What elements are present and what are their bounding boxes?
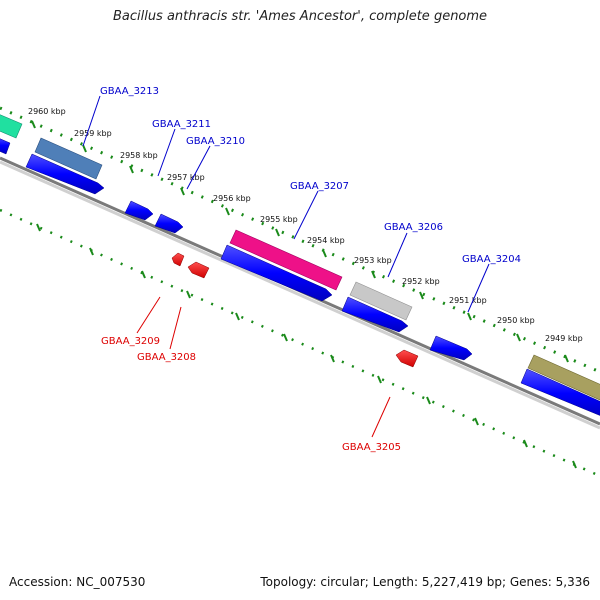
scale-label: 2959 kbp — [74, 129, 112, 138]
major-tick — [31, 120, 36, 129]
major-tick — [516, 333, 521, 342]
forward-arrow[interactable] — [154, 213, 184, 234]
forward-gene-arrows — [0, 137, 600, 418]
forward-arrow[interactable] — [341, 296, 409, 333]
major-ticks — [31, 120, 569, 363]
gene-label-forward[interactable]: GBAA_3211 — [152, 119, 211, 130]
inner-tick — [572, 460, 577, 469]
forward-label-leaders — [82, 95, 490, 313]
major-tick — [467, 312, 472, 321]
backbone-shadow — [0, 160, 600, 430]
forward-gene-labels: GBAA_3213 GBAA_3211 GBAA_3210 GBAA_3207 … — [100, 86, 521, 265]
major-tick — [322, 249, 327, 258]
inner-tick — [377, 375, 382, 384]
gene-label-reverse[interactable]: GBAA_3205 — [342, 442, 401, 453]
inner-tick — [283, 333, 288, 342]
scale-label: 2949 kbp — [545, 334, 583, 343]
inner-tick — [141, 270, 146, 279]
gene-label-forward[interactable]: GBAA_3207 — [290, 181, 349, 192]
inner-scale-track — [0, 208, 600, 478]
leader-line — [136, 296, 161, 334]
inner-tick — [235, 312, 240, 321]
major-tick — [371, 270, 376, 279]
gene-label-forward[interactable]: GBAA_3206 — [384, 222, 443, 233]
major-tick — [225, 207, 230, 216]
inner-tick — [474, 417, 479, 426]
leader-line — [186, 145, 211, 190]
forward-arrow[interactable] — [520, 368, 600, 418]
feature-bars — [0, 113, 600, 401]
outer-scale-track — [0, 106, 600, 374]
feature-bar-magenta[interactable] — [229, 229, 343, 291]
forward-arrow[interactable] — [220, 244, 333, 302]
reverse-arrow[interactable] — [395, 349, 419, 368]
scale-label: 2960 kbp — [28, 107, 66, 116]
major-tick — [564, 354, 569, 363]
forward-arrow[interactable] — [429, 335, 473, 361]
feature-bar-steelblue[interactable] — [34, 137, 103, 180]
inner-major-ticks — [36, 223, 577, 469]
inner-tick — [89, 247, 94, 256]
leader-line — [387, 232, 408, 278]
feature-bar-aqua[interactable] — [0, 113, 23, 139]
gene-label-forward[interactable]: GBAA_3210 — [186, 136, 245, 147]
forward-arrow[interactable] — [0, 137, 11, 155]
scale-label: 2950 kbp — [497, 316, 535, 325]
forward-arrow[interactable] — [25, 153, 105, 195]
major-tick — [180, 187, 185, 196]
inner-tick — [426, 396, 431, 405]
scale-label: 2953 kbp — [354, 256, 392, 265]
major-tick — [82, 144, 87, 153]
scale-label: 2958 kbp — [120, 151, 158, 160]
feature-bar-grey[interactable] — [349, 281, 413, 321]
map-title: Bacillus anthracis str. 'Ames Ancestor',… — [112, 9, 488, 24]
leader-line — [82, 95, 101, 147]
inner-tick — [36, 223, 41, 232]
genome-summary-label: Topology: circular; Length: 5,227,419 bp… — [260, 575, 590, 589]
reverse-arrow[interactable] — [187, 261, 210, 279]
scale-label: 2951 kbp — [449, 296, 487, 305]
reverse-gene-arrows — [171, 252, 419, 368]
inner-tick — [523, 439, 528, 448]
inner-tick — [186, 290, 191, 299]
scale-label: 2952 kbp — [402, 277, 440, 286]
outer-dotted-track — [0, 106, 600, 374]
inner-tick — [330, 354, 335, 363]
leader-line — [169, 306, 182, 350]
scale-label: 2954 kbp — [307, 236, 345, 245]
forward-arrow[interactable] — [124, 200, 154, 221]
feature-bar-khaki[interactable] — [527, 354, 600, 401]
gene-label-forward[interactable]: GBAA_3204 — [462, 254, 521, 265]
gene-label-reverse[interactable]: GBAA_3209 — [101, 336, 160, 347]
scale-label: 2955 kbp — [260, 215, 298, 224]
scale-labels: 2960 kbp 2959 kbp 2958 kbp 2957 kbp 2956… — [28, 107, 583, 343]
gene-label-reverse[interactable]: GBAA_3208 — [137, 352, 196, 363]
major-tick — [275, 228, 280, 237]
major-tick — [129, 165, 134, 174]
gene-label-forward[interactable]: GBAA_3213 — [100, 86, 159, 97]
leader-line — [157, 128, 176, 177]
leader-line — [371, 396, 391, 438]
scale-label: 2956 kbp — [213, 194, 251, 203]
reverse-gene-labels: GBAA_3209 GBAA_3208 GBAA_3205 — [101, 336, 401, 453]
leader-line — [293, 190, 319, 240]
scale-label: 2957 kbp — [167, 173, 205, 182]
leader-line — [467, 263, 490, 313]
genome-backbone — [0, 156, 600, 430]
reverse-label-leaders — [136, 296, 391, 438]
reverse-arrow[interactable] — [171, 252, 185, 267]
accession-label: Accession: NC_007530 — [9, 575, 146, 589]
major-tick — [419, 291, 424, 300]
